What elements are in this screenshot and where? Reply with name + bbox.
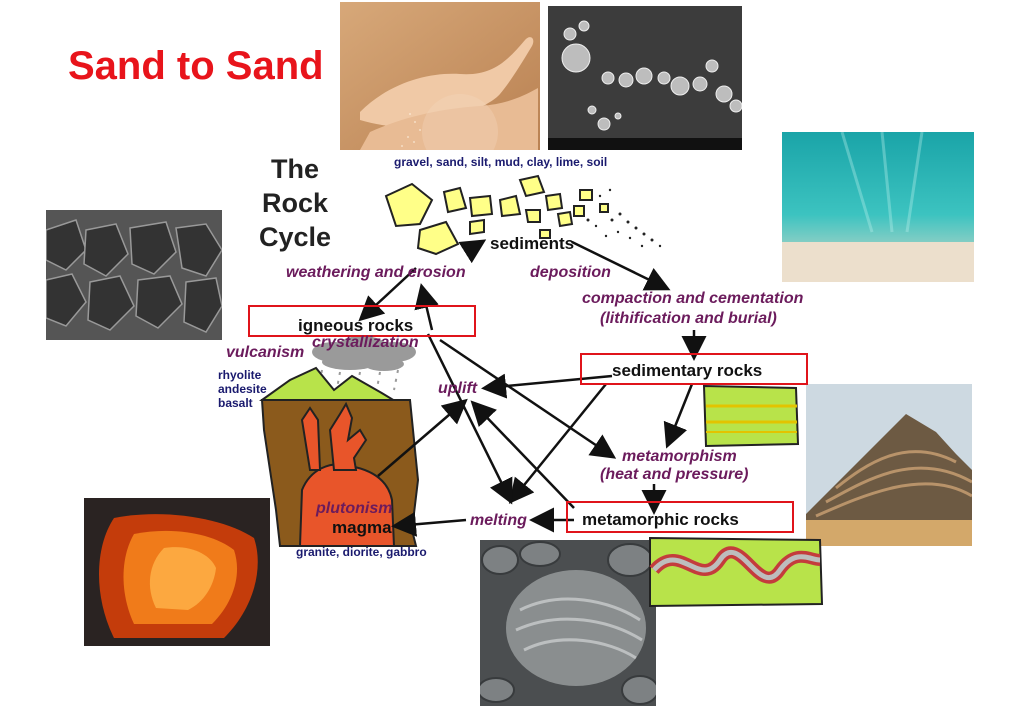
ash-cloud — [312, 336, 416, 371]
metamorphic-box — [566, 501, 794, 533]
rock-cycle-title-line-1: The — [270, 154, 319, 184]
magma-plume-left — [300, 406, 322, 471]
rock-cycle-title: The Rock Cycle — [252, 152, 338, 254]
sedimentary-strata — [702, 384, 800, 448]
sedimentary-box — [580, 353, 808, 385]
sediment-dots — [586, 188, 662, 248]
rock-cycle-title-line-2: Rock — [261, 188, 329, 218]
vulcanism-label: vulcanism — [226, 344, 305, 361]
basalt-label: basalt — [218, 396, 253, 410]
photo-layered-rock — [806, 384, 972, 546]
sediment-types-label: gravel, sand, silt, mud, clay, lime, soi… — [394, 155, 608, 169]
volcanic-rock-list: rhyolite andesite basalt — [218, 368, 267, 410]
andesite-label: andesite — [218, 382, 267, 396]
deposition-label: deposition — [530, 264, 611, 281]
photo-stones — [480, 540, 656, 706]
melting-label: melting — [470, 512, 527, 529]
sediment-pebbles — [384, 174, 609, 256]
magma-label: magma — [332, 518, 392, 537]
cycle-arrows — [358, 239, 707, 537]
lithification-label: (lithification and burial) — [600, 310, 777, 327]
photo-underwater — [782, 132, 974, 282]
metamorphism-label: metamorphism — [622, 448, 737, 465]
photo-micro-spheres — [548, 6, 742, 150]
rhyolite-label: rhyolite — [218, 368, 262, 382]
plutonic-rock-list: granite, diorite, gabbro — [296, 545, 427, 559]
weathering-label: weathering and erosion — [286, 264, 466, 281]
magma-plume-center — [328, 401, 368, 471]
crystallization-label: crystallization — [312, 334, 419, 351]
metamorphic-folds — [649, 536, 824, 608]
uplift-label: uplift — [438, 380, 478, 397]
igneous-box — [248, 305, 476, 337]
slide-title: Sand to Sand — [68, 44, 324, 88]
photo-lava — [84, 498, 270, 646]
sedimentary-rocks-label: sedimentary rocks — [612, 361, 763, 380]
photo-basalt-columns — [46, 210, 222, 340]
heat-pressure-label: (heat and pressure) — [600, 466, 749, 483]
rock-cycle-title-line-3: Cycle — [258, 222, 332, 252]
plutonism-label: plutonism — [316, 500, 393, 517]
igneous-rocks-label: igneous rocks — [298, 316, 414, 335]
sediments-label: sediments — [490, 234, 575, 253]
photo-sand-hands — [340, 2, 540, 150]
compaction-label: compaction and cementation — [582, 290, 804, 307]
metamorphic-rocks-label: metamorphic rocks — [582, 510, 739, 529]
